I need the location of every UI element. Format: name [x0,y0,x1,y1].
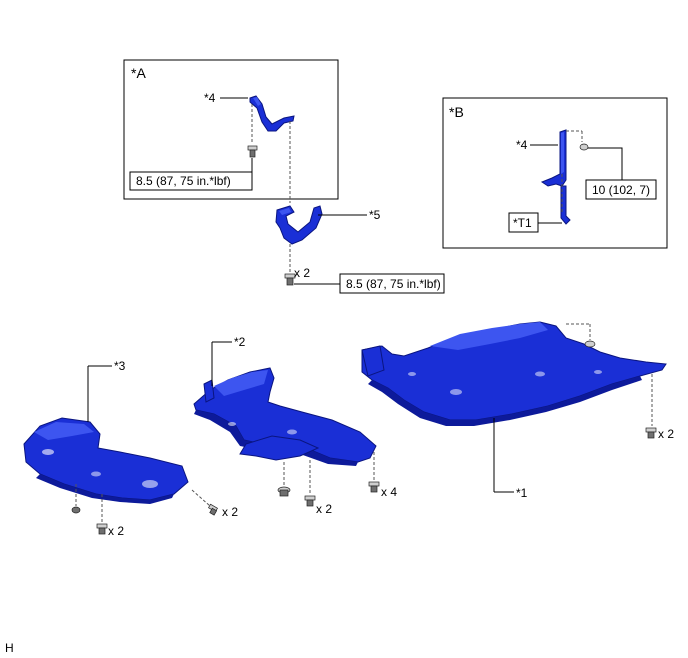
view-b-label: *B [449,104,464,120]
cover-3-bolt-icon [96,523,108,535]
view-a-label: *A [131,65,146,81]
cover-3-callout: *3 [114,359,126,373]
view-a-box: *A *4 8.5 (87, 75 in.*lbf) [123,59,339,203]
cover-3-right-quantity: x 2 [222,505,238,519]
cover-3-nut-icon [71,506,81,514]
cover-1-bolt-icon [645,427,657,439]
cover-3-right-bolt-icon [208,503,218,516]
view-a-bracket-4 [249,95,295,132]
bracket-5-bolt-icon [284,273,296,286]
view-b-torque-box [585,179,657,200]
cover-2-bolt-icon [304,495,316,507]
bracket-5-torque-box [339,273,445,294]
cover-3 [23,417,189,504]
view-b-torque-value: 10 (102, 7) [592,183,650,197]
cover-2-callout: *2 [234,335,246,349]
bracket-5-torque-value: 8.5 (87, 75 in.*lbf) [346,277,441,291]
cover-1-nut-icon [584,340,596,348]
cover-2 [193,367,377,466]
bracket-5-callout: *5 [369,208,381,222]
dash-3c [191,489,211,507]
leader-b-nut [588,147,623,180]
view-b-t1-label: *T1 [513,216,532,230]
bracket-5 [275,205,323,245]
cover-2-clip-right-icon [368,481,380,493]
view-a-bracket-callout: *4 [204,91,216,105]
view-b-box: *B *4 10 (102, 7) *T1 [442,97,668,249]
view-b-bracket-4 [540,129,571,225]
illustration-code: H [5,641,14,655]
view-a-torque-box [129,171,253,191]
view-b-nut-icon [579,143,589,151]
cover-2-clip-icon [277,486,291,497]
view-a-torque-value: 8.5 (87, 75 in.*lbf) [136,174,231,188]
cover-2-bolt-quantity: x 2 [316,502,332,516]
view-b-bracket-callout: *4 [516,138,528,152]
view-a-bolt-icon [247,145,258,158]
cover-3-quantity: x 2 [108,524,124,538]
cover-1-callout: *1 [516,486,528,500]
cover-2-clip-quantity: x 4 [381,485,397,499]
bracket-5-quantity: x 2 [294,266,310,280]
cover-1-quantity: x 2 [658,427,674,441]
cover-1 [361,321,667,426]
view-b-t1-box [508,212,539,233]
